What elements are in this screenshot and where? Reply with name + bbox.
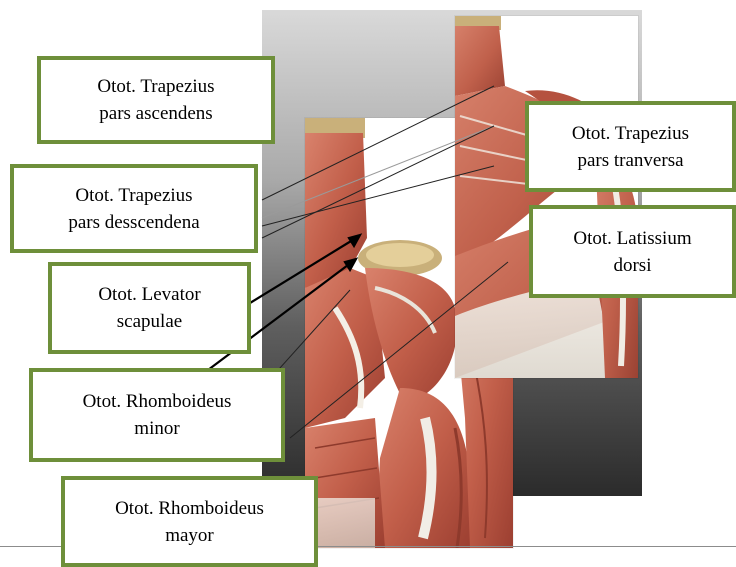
label-line: Otot. Rhomboideus [115, 495, 264, 522]
label-line: dorsi [573, 252, 691, 279]
label-line: minor [83, 415, 232, 442]
anatomy-plate-back-trunk [455, 16, 638, 378]
label-line: pars ascendens [97, 100, 214, 127]
label-line: pars tranversa [572, 147, 689, 174]
label-line: pars desscendena [68, 209, 199, 236]
label-line: scapulae [98, 308, 200, 335]
label-line: Otot. Latissium [573, 225, 691, 252]
label-line: Otot. Levator [98, 281, 200, 308]
label-line: Otot. Trapezius [572, 120, 689, 147]
neck-muscles [305, 133, 367, 288]
upper-trapezius [455, 26, 505, 96]
label-line: Otot. Rhomboideus [83, 388, 232, 415]
back-trunk-illustration [455, 16, 638, 378]
label-line: Otot. Trapezius [97, 73, 214, 100]
label-line: Otot. Trapezius [68, 182, 199, 209]
label-line: mayor [115, 522, 264, 549]
